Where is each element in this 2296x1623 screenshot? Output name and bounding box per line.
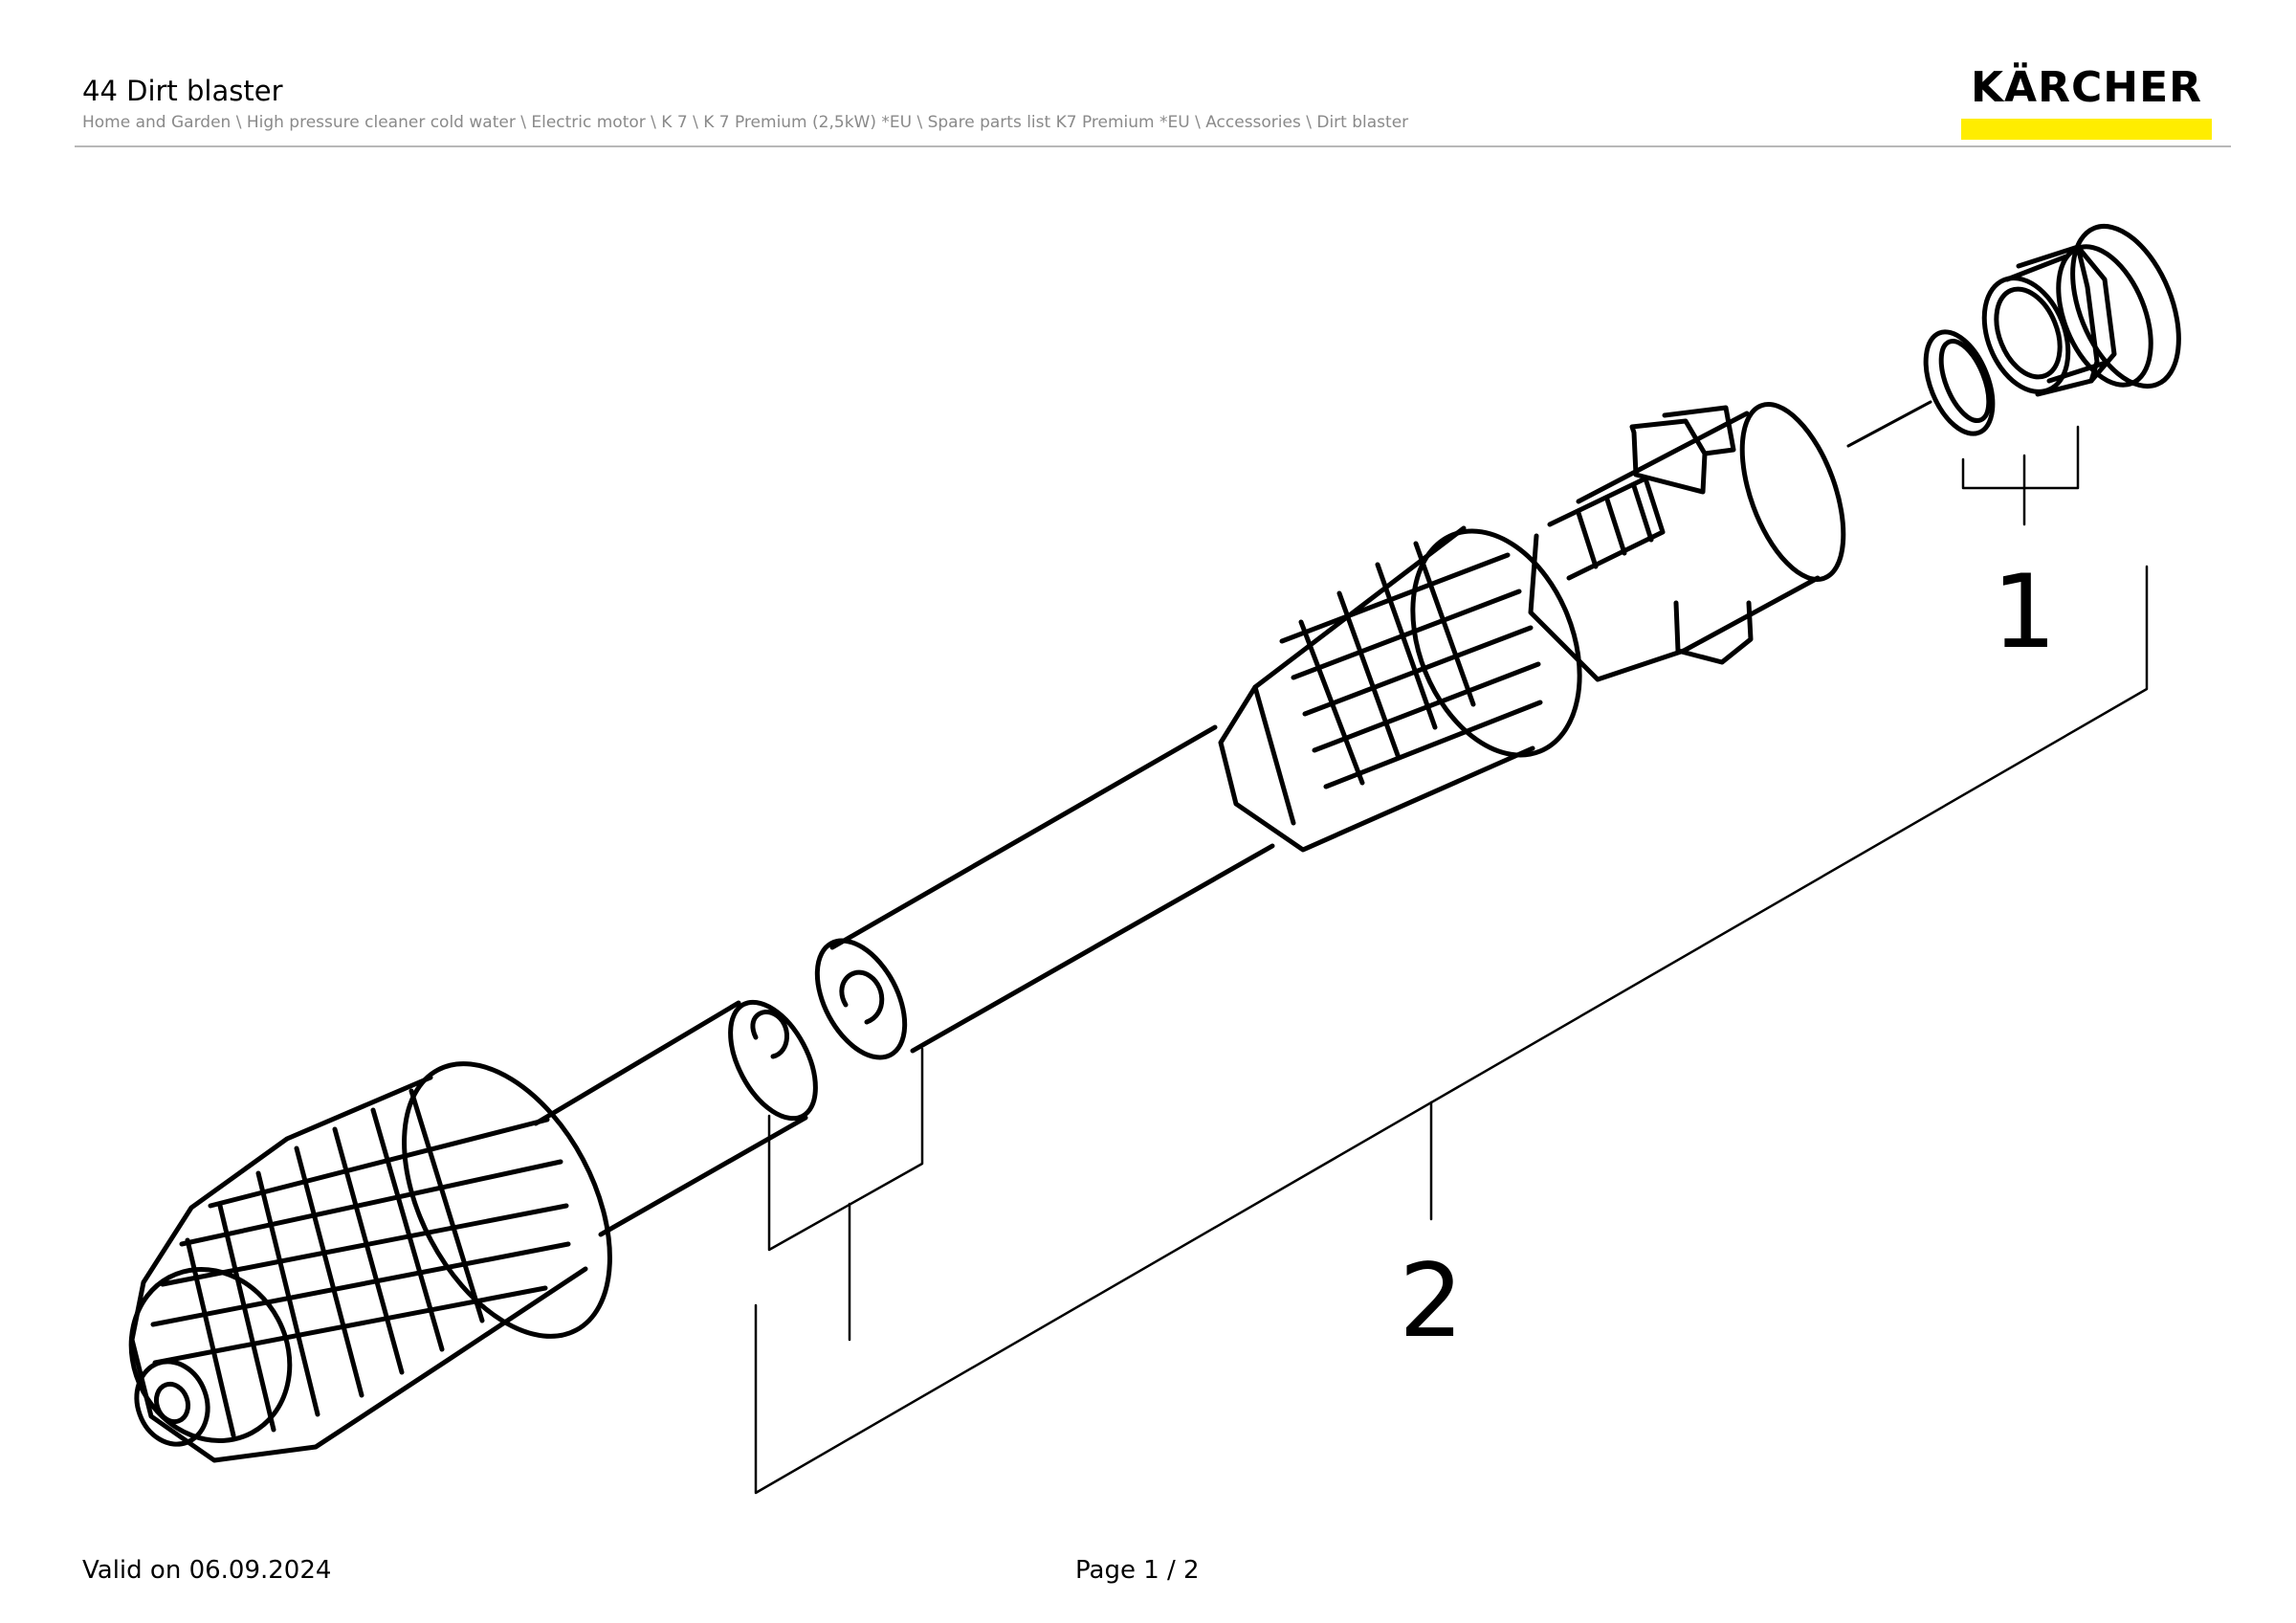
logo-yellow-bar <box>1961 119 2212 140</box>
karcher-logo: KÄRCHER <box>1961 63 2212 140</box>
callout-number-2: 2 <box>1399 1242 1463 1360</box>
logo-wordmark: KÄRCHER <box>1970 63 2203 112</box>
assembly-axis-line <box>1846 400 1932 448</box>
lance-connector <box>1528 402 1846 682</box>
page-title: 44 Dirt blaster <box>82 75 283 107</box>
o-ring-part <box>1923 329 1996 436</box>
adapter-nut-part <box>1981 223 2181 397</box>
valid-date: Valid on 06.09.2024 <box>82 1556 332 1585</box>
ribbed-grip <box>1218 525 1582 853</box>
upper-lance-tube <box>814 724 1275 1060</box>
header-divider <box>75 145 2231 147</box>
lower-lance-tube <box>533 999 818 1237</box>
rotor-nozzle-cone <box>128 1061 612 1463</box>
page-number: Page 1 / 2 <box>1075 1556 1200 1585</box>
callout-number-1: 1 <box>1992 553 2056 671</box>
callout-brackets <box>754 425 2149 1495</box>
breadcrumb: Home and Garden \ High pressure cleaner … <box>82 113 1409 132</box>
